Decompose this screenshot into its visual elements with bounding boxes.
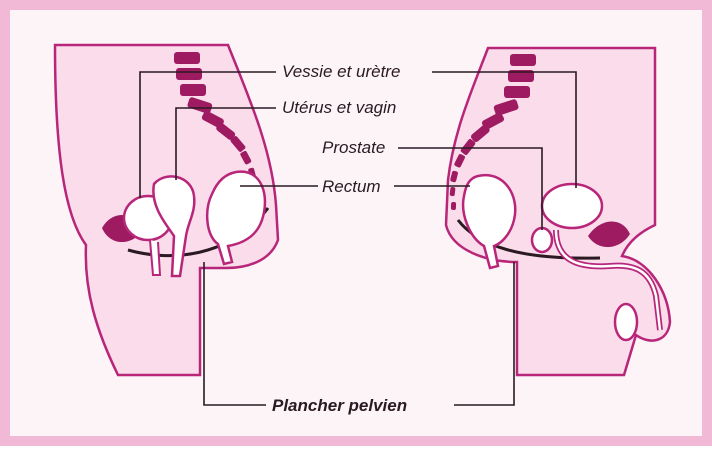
label-bladder-urethra: Vessie et urètre — [282, 62, 400, 81]
label-uterus-vagina: Utérus et vagin — [282, 98, 396, 117]
male-prostate — [532, 228, 552, 252]
label-prostate: Prostate — [322, 138, 385, 157]
male-testis — [615, 304, 637, 340]
male-bladder — [542, 184, 602, 228]
label-rectum: Rectum — [322, 177, 381, 196]
label-pelvic-floor: Plancher pelvien — [272, 396, 407, 415]
